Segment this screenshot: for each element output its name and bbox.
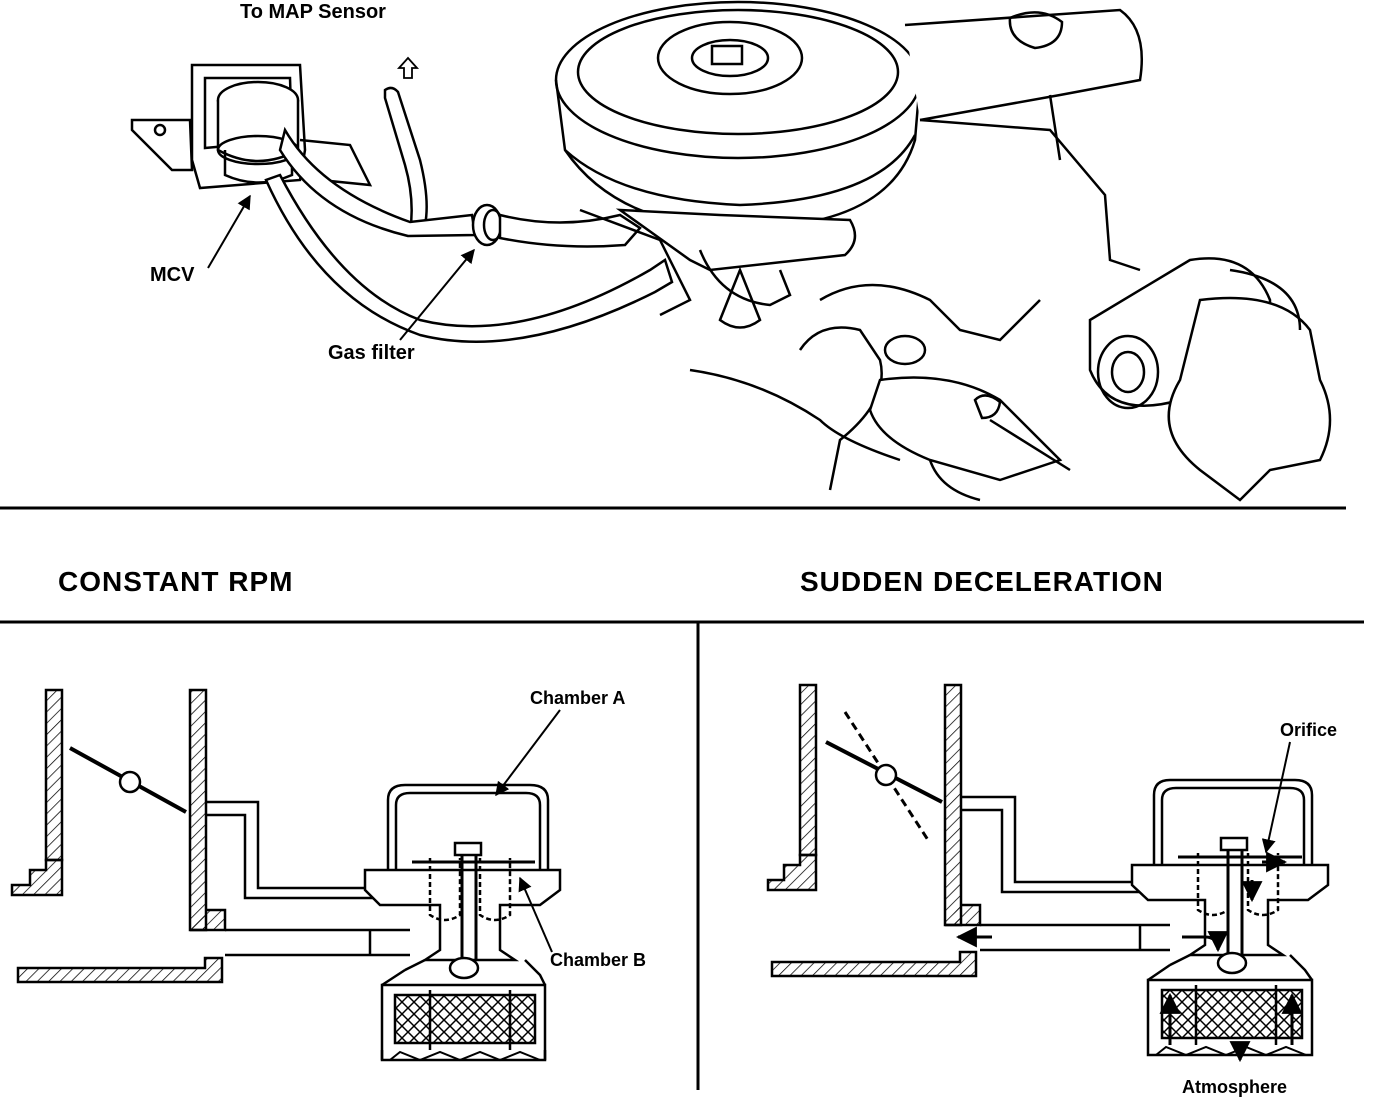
label-atmosphere: Atmosphere [1182, 1077, 1288, 1097]
chamber-a-dome [386, 783, 550, 870]
hose-to-map-sensor [383, 86, 428, 235]
label-chamber-b: Chamber B [550, 950, 647, 970]
filter-element-left [393, 993, 537, 1045]
air-cleaner [554, 0, 922, 230]
label-to-map-sensor: To MAP Sensor [240, 1, 386, 23]
filter-element-right [1160, 988, 1304, 1040]
sudden-deceleration-diagram [766, 683, 1330, 1057]
engine-illustration [130, 0, 1332, 502]
leader-lines [207, 194, 475, 341]
label-orifice: Orifice [1280, 720, 1338, 740]
gas-filter [471, 203, 642, 248]
air-intake-snorkel [904, 8, 1144, 122]
label-chamber-a: Chamber A [530, 688, 626, 708]
heading-constant-rpm: CONSTANT RPM [58, 566, 294, 597]
label-mcv: MCV [150, 264, 195, 286]
fan-and-pulley [1088, 257, 1332, 502]
heading-sudden-deceleration: SUDDEN DECELERATION [800, 566, 1164, 597]
constant-rpm-diagram [10, 688, 562, 1062]
hose-mcv-lower [264, 173, 674, 343]
up-arrow-icon [396, 56, 420, 79]
flow-arrows [955, 851, 1303, 1063]
label-gas-filter: Gas filter [328, 342, 415, 364]
hose-mcv-upper [278, 126, 477, 238]
